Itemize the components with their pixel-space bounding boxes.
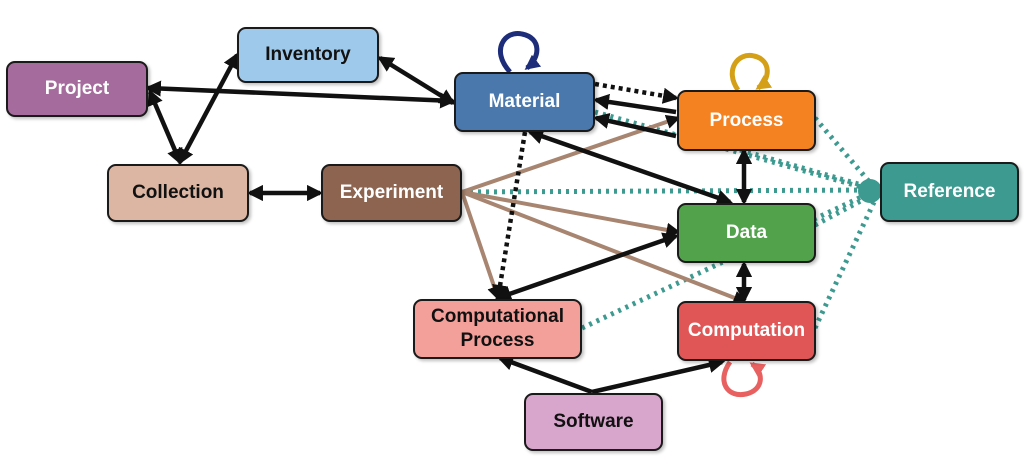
edge-experiment-reference [461, 187, 873, 195]
edge-software-compprocess [496, 354, 593, 395]
edge-inventory-collection [178, 52, 239, 165]
node-inventory: Inventory [237, 27, 379, 83]
node-experiment-label: Experiment [339, 182, 444, 203]
edge-experiment-data [461, 190, 681, 237]
node-data: Data [677, 203, 816, 263]
node-experiment: Experiment [321, 164, 462, 222]
node-computational-process: Computational Process [413, 299, 582, 359]
edge-material-data [526, 128, 734, 206]
process-self-loop [729, 53, 773, 92]
node-project: Project [6, 61, 148, 117]
edge-project-collection [147, 89, 183, 165]
node-computation: Computation [677, 301, 816, 361]
edge-project-material [144, 80, 457, 109]
node-software: Software [524, 393, 663, 451]
edge-software-computation [591, 357, 726, 395]
node-process-label: Process [709, 109, 784, 131]
node-computation-label: Computation [687, 320, 806, 341]
edge-process-reference [813, 116, 874, 187]
node-collection: Collection [107, 164, 249, 222]
node-reference: Reference [880, 162, 1019, 222]
edge-data-reference [813, 192, 874, 228]
node-reference-label: Reference [903, 181, 996, 202]
edge-process-reference-lower [739, 147, 873, 191]
material-self-loop [497, 31, 542, 74]
node-project-label: Project [44, 78, 110, 99]
edge-material-process-dotted [594, 81, 680, 104]
edge-experiment-compprocess [460, 191, 502, 301]
node-data-label: Data [725, 222, 768, 243]
node-software-label: Software [553, 411, 634, 432]
dotted-links [492, 81, 680, 302]
node-material-label: Material [488, 91, 561, 112]
node-material: Material [454, 72, 595, 132]
node-collection-label: Collection [132, 182, 224, 203]
node-computational-process-label: Computational Process [431, 306, 564, 351]
reference-connector-dot [858, 179, 882, 203]
edge-inventory-material [377, 56, 456, 105]
solid-links [144, 52, 753, 395]
edge-compprocess-data [494, 232, 680, 302]
node-inventory-label: Inventory [265, 44, 351, 65]
edge-process-material-a [592, 93, 677, 115]
node-process: Process [677, 90, 816, 151]
computation-self-loop [721, 360, 767, 398]
